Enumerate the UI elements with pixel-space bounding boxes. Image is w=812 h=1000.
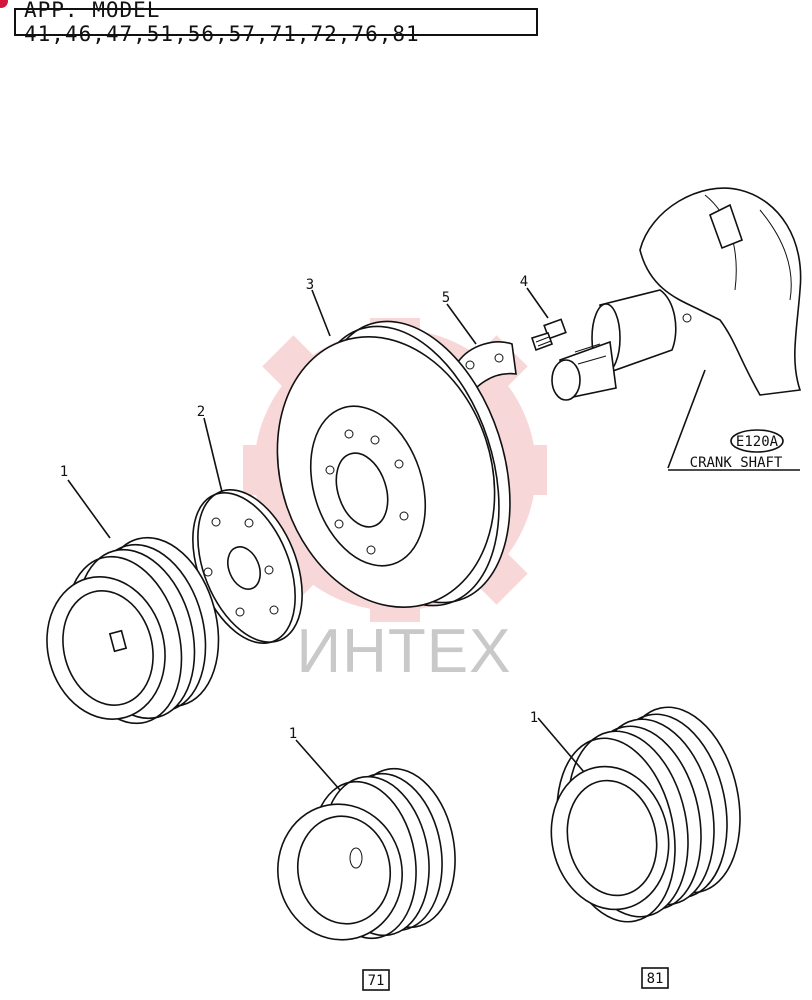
crankshaft-leader bbox=[667, 369, 706, 469]
part5-callout: 5 bbox=[442, 290, 450, 306]
part2-leader bbox=[203, 417, 223, 493]
damper-icon bbox=[276, 320, 511, 608]
model-81-box bbox=[641, 967, 669, 989]
pulley-icon bbox=[550, 706, 741, 923]
part4-leader bbox=[526, 287, 549, 319]
model-71-box bbox=[362, 969, 390, 991]
part2-callout: 2 bbox=[197, 404, 205, 420]
crankshaft-ref: E120A bbox=[736, 434, 779, 450]
model-71-label: 71 bbox=[368, 973, 385, 989]
part3-leader bbox=[311, 289, 331, 337]
part1c-callout: 1 bbox=[530, 710, 538, 726]
part1b-callout: 1 bbox=[289, 726, 297, 742]
bolt-icon bbox=[530, 318, 567, 352]
model-81-label: 81 bbox=[647, 971, 664, 987]
part1a-callout: 1 bbox=[60, 464, 68, 480]
crankshaft-ref-oval bbox=[730, 429, 784, 453]
part3-callout: 3 bbox=[306, 277, 314, 293]
pulley-icon bbox=[46, 536, 220, 725]
part5-leader bbox=[446, 303, 477, 345]
crankshaft-icon bbox=[551, 187, 802, 401]
watermark-text: ИНТЕХ bbox=[297, 617, 512, 686]
part1b-leader bbox=[295, 739, 341, 791]
app-model-label: APP. MODEL 41,46,47,51,56,57,71,72,76,81 bbox=[24, 0, 420, 46]
pulley-icon bbox=[277, 767, 456, 941]
part1a-leader bbox=[67, 479, 111, 539]
crankshaft-name: CRANK SHAFT bbox=[690, 455, 783, 471]
corner-mark bbox=[0, 0, 8, 8]
part1c-leader bbox=[537, 717, 585, 773]
part4-callout: 4 bbox=[520, 274, 528, 290]
app-model-header: APP. MODEL 41,46,47,51,56,57,71,72,76,81 bbox=[14, 0, 538, 46]
